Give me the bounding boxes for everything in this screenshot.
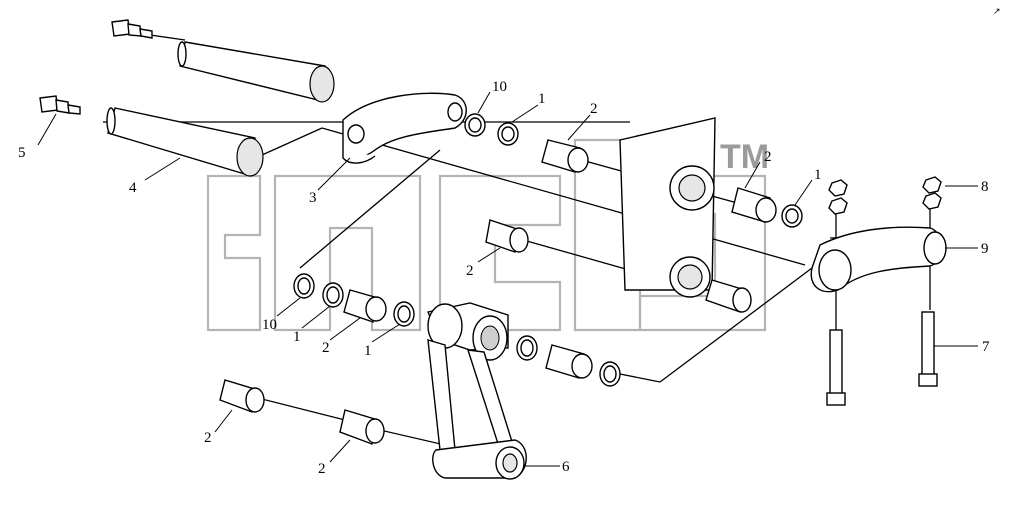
nut-right [922,176,942,210]
callout-2-top: 2 [590,101,598,117]
callout-7: 7 [982,339,990,355]
callout-10-left: 10 [262,317,277,333]
callout-4: 4 [129,180,137,196]
bushing-2-right [731,187,777,223]
bushing-2-bottom-left1 [219,379,265,413]
leader-lines [37,91,978,467]
callout-1-left2: 1 [364,343,372,359]
callout-8: 8 [981,179,989,195]
upper-pin [111,19,335,103]
callout-5: 5 [18,145,26,161]
callout-2-right: 2 [764,149,772,165]
bushing-2-top [541,139,589,173]
callout-2-left: 2 [322,340,330,356]
corner-mark: ↗ [993,6,1001,16]
bushing-2-middle [485,219,529,253]
callout-1-left: 1 [293,329,301,345]
washer-10-left [293,273,315,299]
washer-1-left2 [393,301,415,327]
bushing-2-lower-right [705,279,752,313]
bolt-right [918,311,938,387]
assembly-lines [103,121,931,461]
washer-10-top [464,113,486,137]
callout-2-bottom1: 2 [204,430,212,446]
callout-2-bottom2: 2 [318,461,326,477]
grease-fitting-upper [111,19,153,39]
lower-pin [39,95,264,177]
trademark-mark: TM [720,138,769,176]
top-row-parts [464,113,803,228]
callout-1-top: 1 [538,91,546,107]
watermark-logo: TM [206,138,769,332]
frame-bracket [619,117,716,298]
callout-labels: 10 1 2 5 4 3 2 1 8 9 7 2 10 1 2 1 2 2 6 [18,79,990,477]
washer-1-top [497,122,519,146]
washer-1-left [322,282,344,308]
callout-9: 9 [981,241,989,257]
link-arm [427,302,527,480]
grease-fitting-lower [39,95,81,115]
lever-arm [342,92,467,164]
callout-3: 3 [309,190,317,206]
callout-2-mid: 2 [466,263,474,279]
callout-6: 6 [562,459,570,475]
callout-10-top: 10 [492,79,507,95]
bushing-2-mid [545,344,593,379]
bushing-2-bottom-left2 [339,409,385,445]
nut-left [828,179,848,215]
washer-10-mid [599,361,621,387]
washer-1-mid [516,335,538,361]
callout-1-right: 1 [814,167,822,183]
left-row-parts [293,273,621,387]
curved-arm [810,226,947,293]
bushing-2-left [343,289,387,323]
washer-1-right [781,204,803,228]
bolt-left [826,329,846,406]
